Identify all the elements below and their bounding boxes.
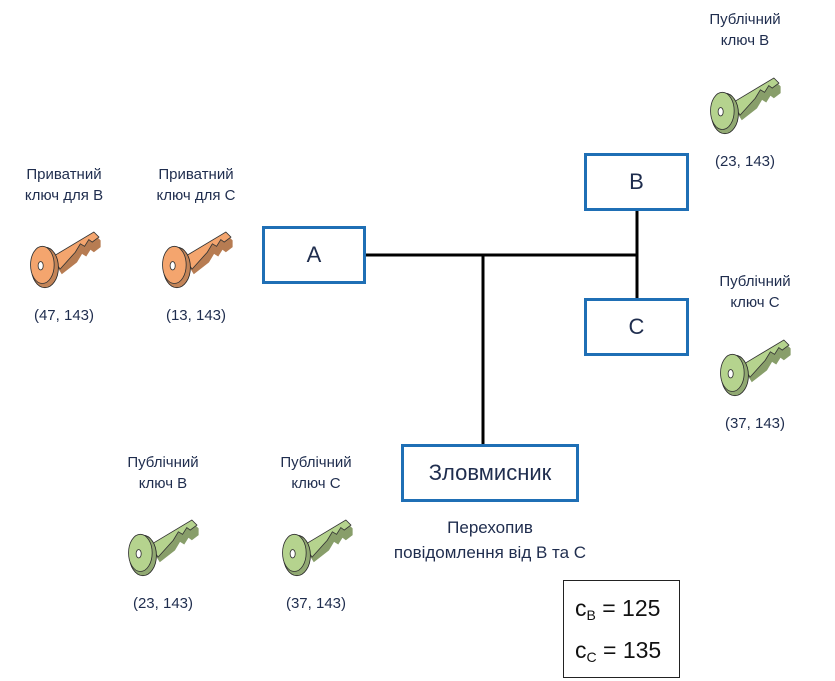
ciphertext-box: cB = 125 cC = 135 [563, 580, 680, 678]
public-key-c-right-value: (37, 143) [724, 415, 786, 432]
private-key-c-value: (13, 143) [165, 307, 227, 324]
private-key-c-label: Приватний ключ для C [156, 166, 236, 204]
node-b-label: B [629, 169, 644, 194]
node-attacker: Зловмисник [401, 444, 579, 502]
private-key-b-value: (47, 143) [33, 307, 95, 324]
node-b: B [584, 153, 689, 211]
public-key-c-right-label: Публічний ключ C [719, 273, 791, 311]
private-key-b-icon [28, 222, 104, 296]
public-key-b-bottom-value: (23, 143) [132, 595, 194, 612]
private-key-c-icon [160, 222, 236, 296]
public-key-b-top-label: Публічний ключ B [709, 11, 781, 49]
node-c: C [584, 298, 689, 356]
private-key-b-label: Приватний ключ для B [24, 166, 104, 204]
ciphertext-b: cB = 125 [575, 595, 661, 623]
public-key-c-bottom-icon [280, 510, 356, 584]
public-key-b-bottom-label: Публічний ключ B [127, 454, 199, 492]
node-c-label: C [628, 314, 645, 339]
public-key-c-bottom-value: (37, 143) [285, 595, 347, 612]
node-a-label: A [306, 242, 322, 267]
public-key-b-top-icon [708, 68, 784, 142]
public-key-b-bottom-icon [126, 510, 202, 584]
node-attacker-label: Зловмисник [428, 460, 552, 485]
public-key-b-top-value: (23, 143) [714, 153, 776, 170]
public-key-c-right-icon [718, 330, 794, 404]
interception-note: Перехопив повідомлення від B та C [393, 518, 587, 562]
public-key-c-bottom-label: Публічний ключ C [280, 454, 352, 492]
ciphertext-c: cC = 135 [575, 637, 662, 665]
node-a: A [262, 226, 366, 284]
